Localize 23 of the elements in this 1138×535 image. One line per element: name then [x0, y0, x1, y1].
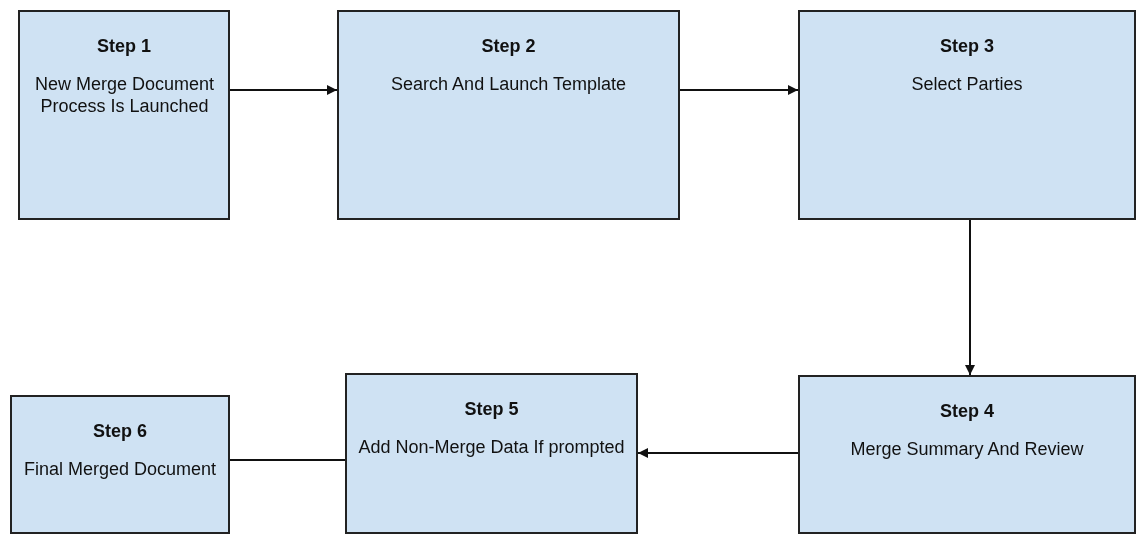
- step-description: Add Non-Merge Data If prompted: [357, 436, 626, 458]
- process-box: [798, 10, 1136, 220]
- step-heading: Step 2: [480, 36, 537, 57]
- step-heading: Step 3: [939, 36, 995, 57]
- process-box: [10, 395, 230, 534]
- process-box: [337, 10, 680, 220]
- step-heading: Step 6: [92, 421, 148, 442]
- step-description: Merge Summary And Review: [849, 438, 1085, 460]
- process-box: [798, 375, 1136, 534]
- step-description: New Merge Document Process Is Launched: [33, 73, 216, 117]
- step-heading: Step 1: [96, 36, 152, 57]
- arrow: [965, 219, 975, 376]
- step-description: Search And Launch Template: [390, 73, 627, 95]
- arrow: [637, 448, 799, 458]
- step-heading: Step 4: [939, 401, 995, 422]
- process-box: [345, 373, 638, 534]
- connector-line: [229, 459, 346, 461]
- arrow: [229, 85, 338, 95]
- arrow: [679, 85, 799, 95]
- step-heading: Step 5: [463, 399, 520, 420]
- process-box: [18, 10, 230, 220]
- step-description: Final Merged Document: [22, 458, 218, 480]
- step-description: Select Parties: [910, 73, 1024, 95]
